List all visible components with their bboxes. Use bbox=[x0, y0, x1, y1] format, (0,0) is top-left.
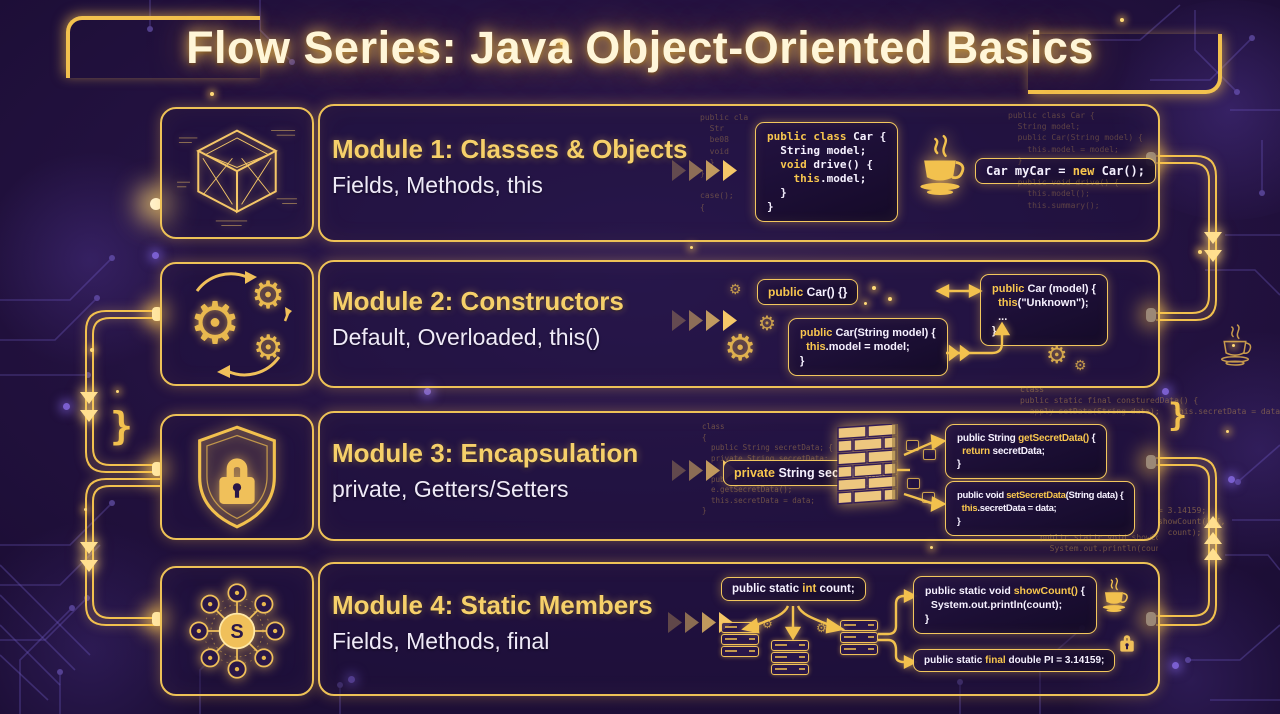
page-title: Flow Series: Java Object-Oriented Basics bbox=[186, 22, 1094, 73]
connector-node bbox=[1146, 612, 1156, 626]
sparkle bbox=[1226, 430, 1229, 433]
circuit-dot bbox=[152, 252, 159, 259]
module2-title: Module 2: Constructors bbox=[332, 286, 624, 316]
lens-flare bbox=[150, 198, 162, 210]
sparkle bbox=[210, 92, 214, 96]
sparkle bbox=[1120, 18, 1124, 22]
module2-overloaded-ctor-code: public Car(String model) { this.model = … bbox=[788, 318, 948, 376]
module1-subtitle: Fields, Methods, this bbox=[332, 172, 543, 198]
instance-stack-row bbox=[721, 622, 759, 633]
gears-icon: ⚙ ⚙ ⚙ bbox=[167, 269, 307, 379]
connector-node bbox=[152, 307, 162, 321]
shield-lock-icon bbox=[198, 425, 276, 529]
static-hub-icon: S bbox=[189, 583, 285, 679]
instance-stack-row bbox=[840, 632, 878, 643]
connector-node bbox=[1146, 455, 1156, 469]
gear-doodle: ⚙ bbox=[758, 313, 776, 335]
data-packet-icon bbox=[923, 449, 936, 460]
gear-doodle: ⚙ bbox=[1046, 342, 1068, 369]
circuit-dot bbox=[1172, 662, 1179, 669]
sparkle bbox=[864, 302, 867, 305]
lock-icon bbox=[1120, 635, 1134, 652]
instance-stack-row bbox=[721, 634, 759, 645]
module4-count-field-code: public static int count; bbox=[721, 577, 866, 601]
connector-node bbox=[1146, 308, 1156, 322]
sparkle bbox=[560, 42, 563, 45]
rotation-arrows bbox=[195, 271, 292, 378]
module1-class-code: public class Car { String model; void dr… bbox=[755, 122, 899, 222]
circuit-dot bbox=[63, 403, 70, 410]
blueprint-cube-icon bbox=[177, 129, 297, 227]
sparkle bbox=[690, 246, 693, 249]
sparkle bbox=[420, 50, 423, 53]
static-s-letter: S bbox=[230, 621, 243, 643]
connector-node bbox=[152, 612, 162, 626]
java-cup-icon-small bbox=[1102, 577, 1128, 612]
module1-new-code: Car myCar = new Car(); bbox=[975, 158, 1156, 184]
instance-stack-row bbox=[721, 646, 759, 657]
gear-glyph: ⚙ bbox=[251, 275, 286, 317]
java-cup-icon bbox=[920, 134, 965, 195]
gear-doodle: ⚙ bbox=[1074, 357, 1087, 373]
circuit-dot bbox=[424, 388, 431, 395]
instance-stack-row bbox=[840, 620, 878, 631]
module1-title: Module 1: Classes & Objects bbox=[332, 134, 688, 164]
data-packet-icon bbox=[922, 492, 935, 503]
module3-getter-code: public String getSecretData() { return s… bbox=[945, 424, 1108, 479]
gear-doodle: ⚙ bbox=[762, 617, 773, 631]
data-packet-icon bbox=[907, 478, 920, 489]
sparkle bbox=[84, 508, 87, 511]
module2-this-ctor-code: public Car (model) { this("Unknown"); ..… bbox=[980, 274, 1108, 346]
instance-stack-row bbox=[771, 640, 809, 651]
module1-icon-box bbox=[160, 107, 314, 239]
module3-subtitle: private, Getters/Setters bbox=[332, 476, 569, 502]
sparkle bbox=[930, 546, 933, 549]
module4-showcount-code: public static void showCount() { System.… bbox=[913, 576, 1097, 634]
instance-stack-row bbox=[771, 652, 809, 663]
circuit-dot bbox=[348, 676, 355, 683]
gear-glyph: ⚙ bbox=[189, 291, 241, 356]
module4-title: Module 4: Static Members bbox=[332, 590, 653, 620]
module2-icon-box: ⚙ ⚙ ⚙ bbox=[160, 262, 314, 386]
sparkle bbox=[872, 286, 876, 290]
circuit-dot bbox=[1162, 388, 1169, 395]
sparkle bbox=[1198, 250, 1202, 254]
decorative-brace: } bbox=[1168, 396, 1188, 434]
instance-stack-row bbox=[840, 644, 878, 655]
module4-pi-code: public static final double PI = 3.14159; bbox=[913, 649, 1116, 672]
module3-setter-code: public void setSecretData(String data) {… bbox=[945, 481, 1136, 536]
gear-doodle: ⚙ bbox=[729, 281, 742, 297]
circuit-dot bbox=[1228, 476, 1235, 483]
sparkle bbox=[90, 348, 94, 352]
connector-node bbox=[152, 462, 162, 476]
sparkle bbox=[1232, 344, 1235, 347]
gear-doodle: ⚙ bbox=[816, 621, 827, 635]
java-cup-outline-icon bbox=[1220, 324, 1252, 366]
module4-icon-box: S bbox=[160, 566, 314, 696]
brick-wall-icon bbox=[837, 424, 898, 505]
module3-title: Module 3: Encapsulation bbox=[332, 438, 639, 468]
data-packet-icon bbox=[906, 440, 919, 451]
gear-doodle: ⚙ bbox=[724, 327, 757, 368]
sparkle bbox=[116, 390, 119, 393]
instance-stack-row bbox=[771, 664, 809, 675]
module4-subtitle: Fields, Methods, final bbox=[332, 628, 550, 654]
module2-default-ctor-code: public Car() {} bbox=[757, 279, 859, 305]
decorative-brace: } bbox=[110, 404, 133, 448]
sparkle bbox=[888, 297, 892, 301]
module2-subtitle: Default, Overloaded, this() bbox=[332, 324, 601, 350]
module3-icon-box bbox=[160, 414, 314, 540]
module1-flow-chevrons bbox=[672, 160, 737, 181]
module2-flow-chevrons bbox=[672, 310, 737, 331]
